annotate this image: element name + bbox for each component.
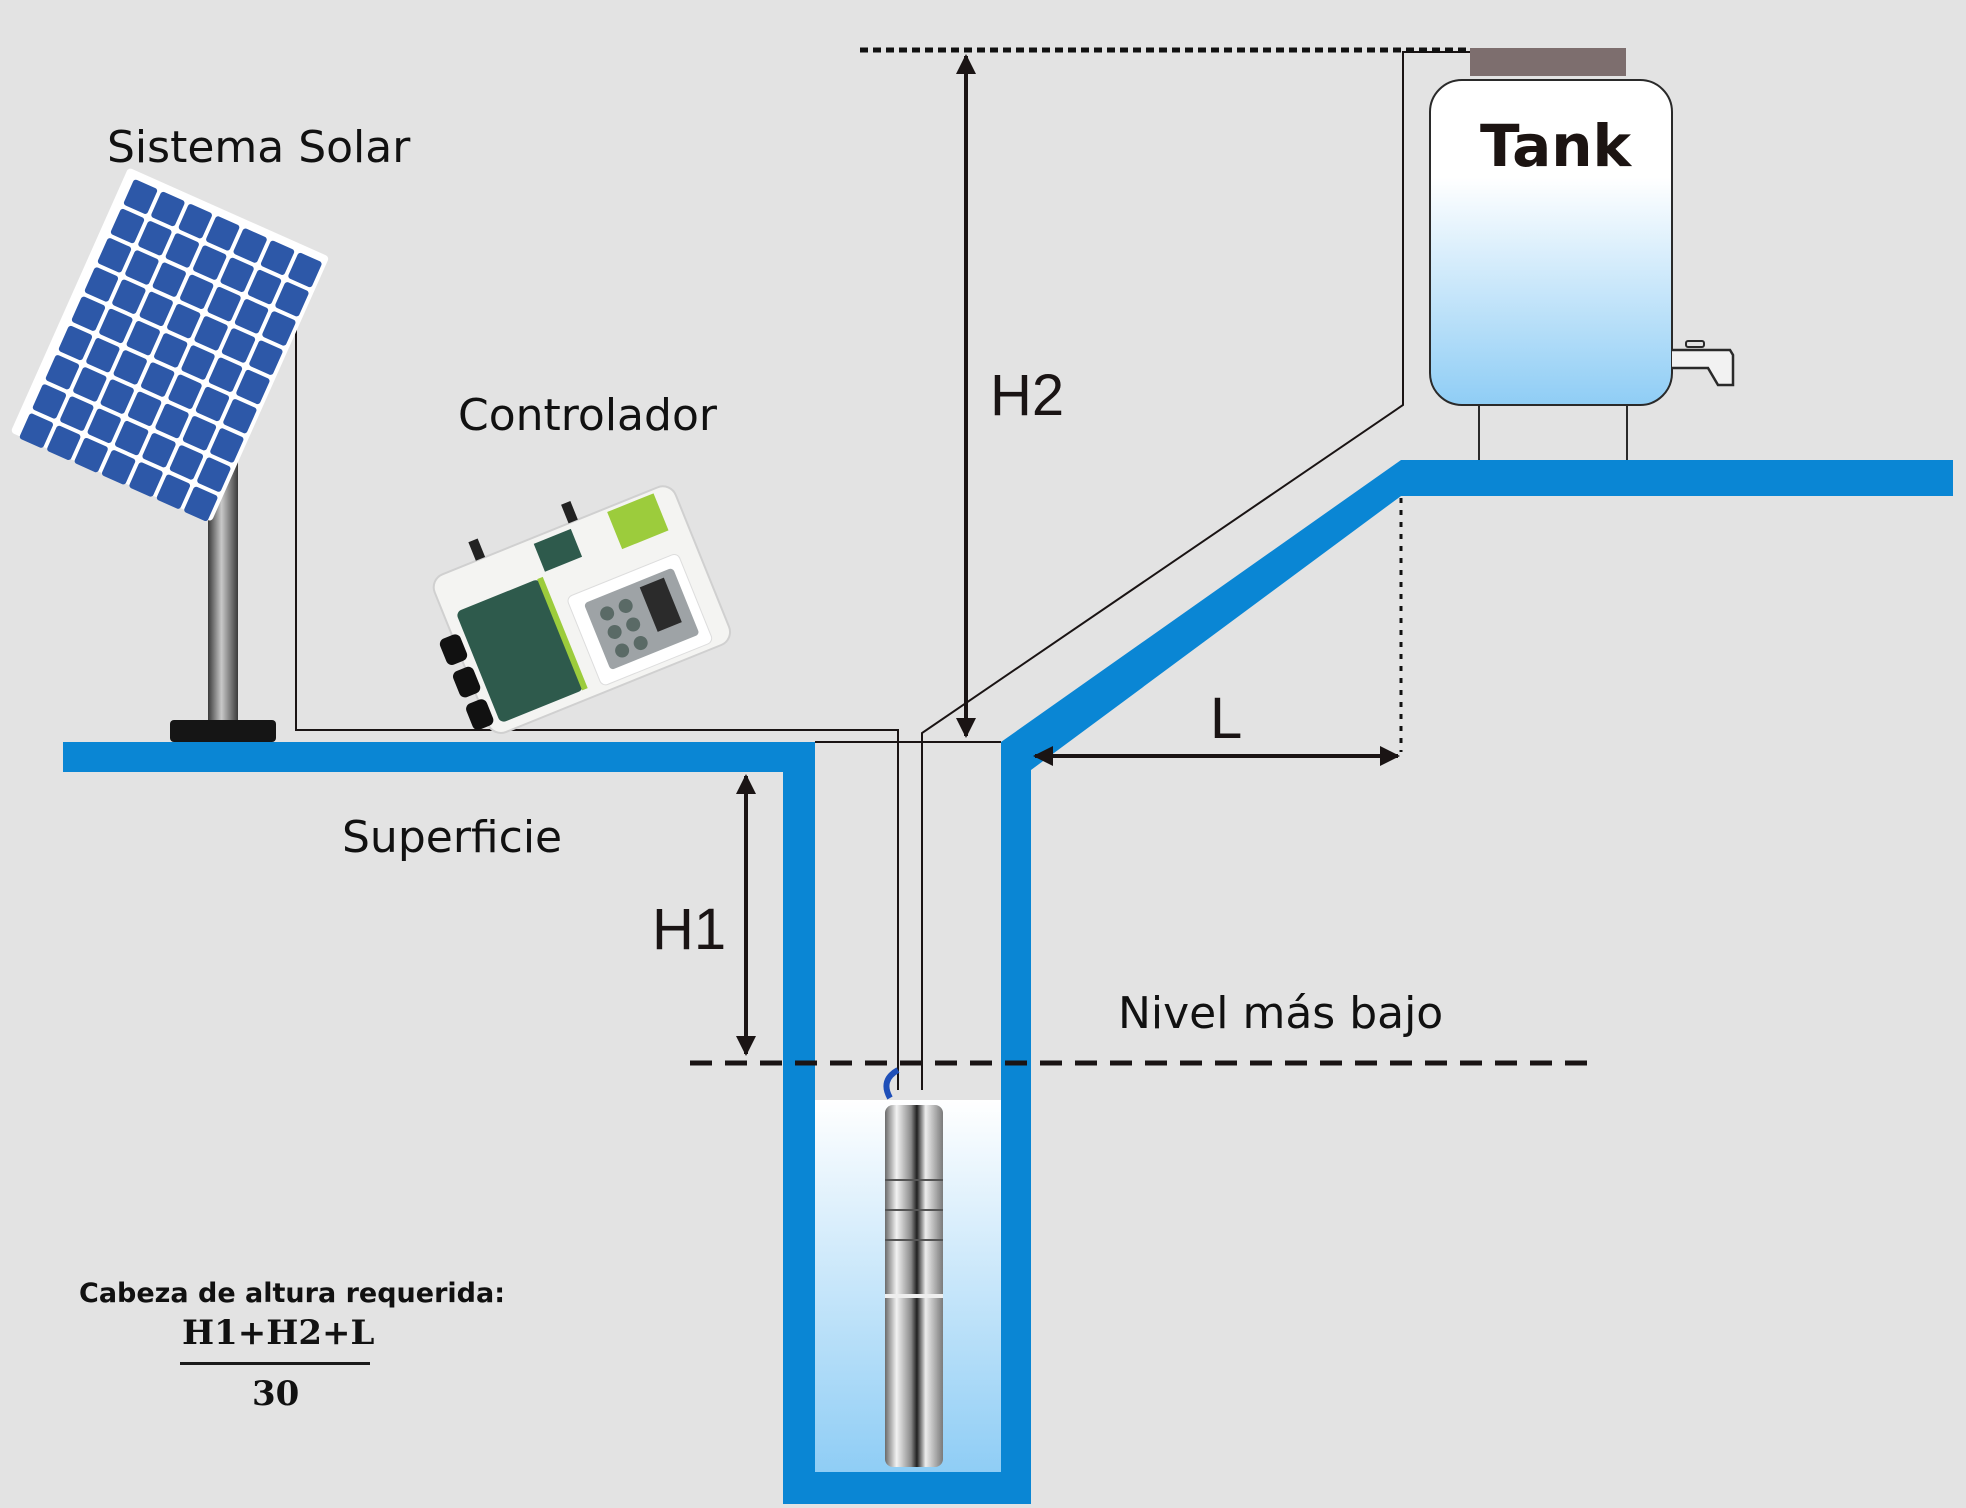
solar-cell <box>207 286 241 322</box>
solar-cell <box>60 396 94 431</box>
h1-label: H1 <box>652 897 727 962</box>
solar-cell <box>168 374 202 409</box>
solar-cell <box>260 240 295 275</box>
solar-cell <box>180 274 214 310</box>
solar-cell <box>195 386 230 422</box>
formula-fraction-bar <box>180 1362 370 1365</box>
solar-cell <box>151 191 185 227</box>
solar-cell <box>142 433 176 468</box>
solar-cell <box>182 416 217 451</box>
formula-numerator: H1+H2+L <box>182 1313 375 1353</box>
solar-cell <box>221 328 256 363</box>
solar-cell <box>194 316 228 351</box>
ground-surface-right <box>1401 460 1953 496</box>
solar-pole-base <box>170 720 276 742</box>
solar-cell <box>169 445 204 480</box>
solar-cell <box>167 304 201 339</box>
tank-lid <box>1470 48 1626 76</box>
solar-cable <box>295 280 899 1090</box>
solar-cell <box>128 391 162 426</box>
well-bottom <box>783 1472 1031 1504</box>
solar-cell <box>262 311 296 346</box>
tank-label: Tank <box>1480 112 1632 180</box>
solar-cell <box>233 228 267 263</box>
solar-cell <box>152 262 186 297</box>
solar-cell <box>184 486 218 522</box>
surface-label: Superficie <box>342 812 563 863</box>
solar-panel <box>11 168 329 742</box>
ground-surface-left <box>63 742 815 772</box>
solar-cell <box>71 296 106 331</box>
solar-cell <box>102 450 136 485</box>
solar-cell <box>87 408 121 443</box>
solar-cell <box>123 179 158 214</box>
l-label: L <box>1210 686 1243 751</box>
solar-cell <box>236 369 270 405</box>
solar-cell <box>154 333 188 368</box>
solar-cell <box>58 325 93 361</box>
water-tank <box>1429 48 1735 460</box>
controller-label: Controlador <box>458 390 717 441</box>
solar-cell <box>110 208 145 244</box>
solar-cell <box>19 413 54 448</box>
lowest-level-label: Nivel más bajo <box>1118 988 1444 1039</box>
solar-cell <box>100 379 134 414</box>
solar-cell <box>115 420 149 456</box>
formula-denominator: 30 <box>252 1374 300 1414</box>
solar-cell <box>210 428 244 463</box>
solar-cell <box>138 221 172 256</box>
solar-cell <box>247 269 282 305</box>
solar-cell <box>165 233 199 268</box>
solar-cell <box>206 216 240 251</box>
solar-cell <box>74 437 108 473</box>
solar-cell <box>234 299 269 334</box>
ground-profile <box>63 460 1953 1504</box>
solar-panel-array <box>11 168 329 522</box>
solar-cell <box>193 245 227 280</box>
solar-cell <box>112 279 146 314</box>
solar-cell <box>156 474 191 509</box>
solar-cell <box>223 399 257 434</box>
controller-device <box>432 485 732 734</box>
solar-cell <box>181 345 215 380</box>
solar-cell <box>220 257 254 292</box>
solar-cell <box>208 357 243 392</box>
solar-cell <box>155 403 189 439</box>
tank-faucet <box>1672 348 1735 387</box>
solar-cell <box>249 340 283 375</box>
well-wall-left <box>783 742 815 1502</box>
solar-cell <box>125 250 159 285</box>
solar-cell <box>197 457 231 492</box>
ground-slope <box>1001 460 1401 770</box>
solar-cell <box>288 252 322 288</box>
solar-cell <box>86 338 120 373</box>
h2-label: H2 <box>990 363 1065 428</box>
dimension-lines <box>690 47 1595 1066</box>
solar-cell <box>126 321 160 356</box>
solar-cell <box>141 362 175 397</box>
solar-cell <box>47 425 81 461</box>
solar-system-label: Sistema Solar <box>107 122 411 173</box>
solar-cell <box>84 267 119 302</box>
solar-cell <box>113 350 147 385</box>
submersible-pump <box>883 1067 943 1467</box>
tank-body <box>1429 79 1673 406</box>
solar-cell <box>178 204 212 239</box>
solar-cell <box>97 238 132 273</box>
solar-cell <box>129 462 163 497</box>
formula-caption: Cabeza de altura requerida: <box>79 1278 505 1309</box>
solar-cell <box>45 355 80 390</box>
solar-cell <box>73 367 107 402</box>
solar-cell <box>99 308 133 344</box>
solar-cell <box>275 282 309 317</box>
solar-cell <box>139 291 173 327</box>
well-wall-right <box>1001 742 1031 1504</box>
solar-cell <box>32 384 67 419</box>
